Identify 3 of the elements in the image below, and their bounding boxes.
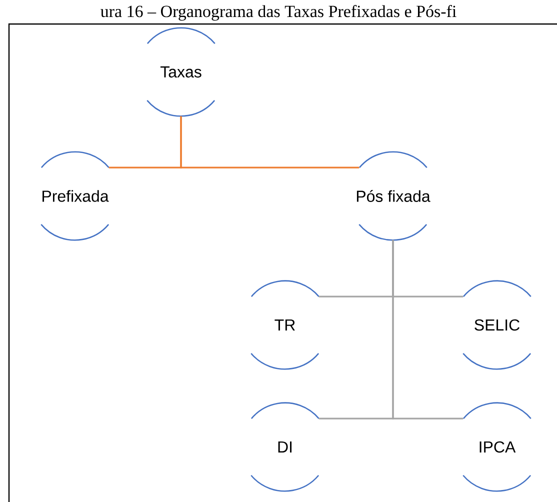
figure-title: ura 16 – Organograma das Taxas Prefixadas e Pós-fi — [100, 5, 456, 21]
connector-line — [180, 116, 360, 168]
connector-line — [392, 240, 464, 420]
